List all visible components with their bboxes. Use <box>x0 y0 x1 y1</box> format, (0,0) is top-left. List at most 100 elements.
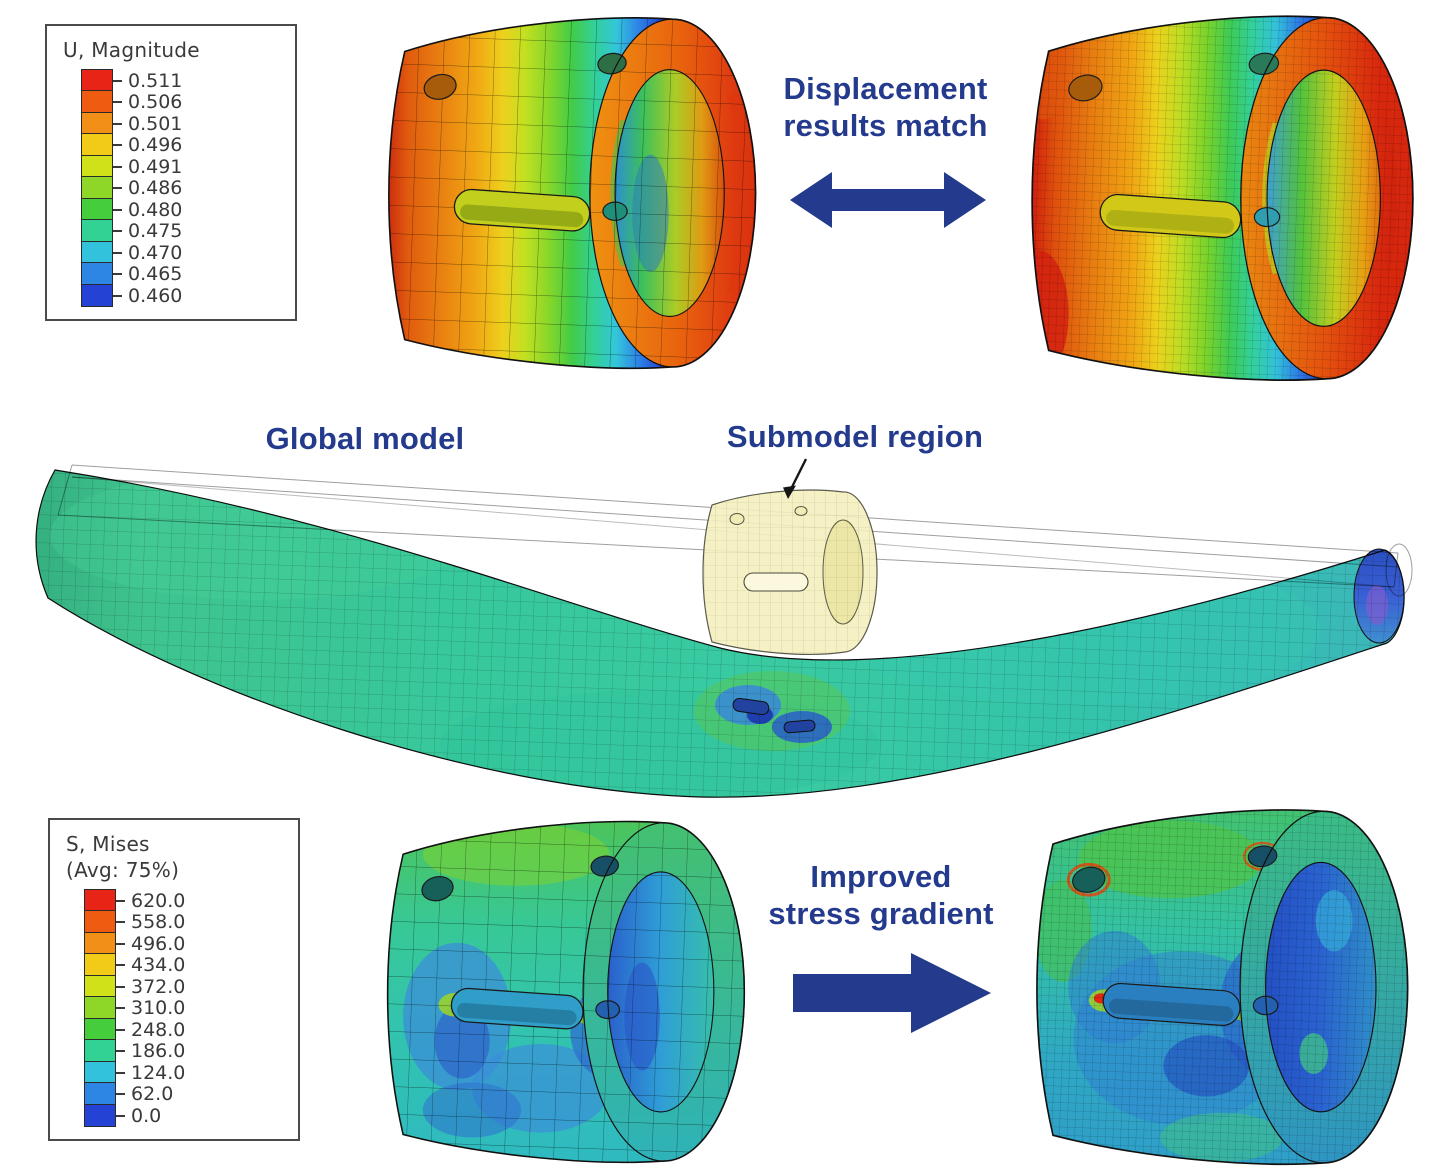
submodel-slot-hole <box>743 572 809 592</box>
model-displacement-fine <box>1031 15 1414 381</box>
model-stress-coarse <box>386 820 746 1164</box>
legend-tick-mark <box>113 251 122 254</box>
legend-row: 0.506 <box>81 90 285 114</box>
legend-swatch <box>81 176 113 200</box>
legend-tick-mark <box>116 964 125 967</box>
right-arrow-icon <box>793 953 991 1033</box>
legend-swatch <box>81 111 113 135</box>
legend-tick-mark <box>113 208 122 211</box>
legend-tick-mark <box>116 1028 125 1031</box>
legend-row: 0.460 <box>81 283 285 307</box>
legend-value: 186.0 <box>131 1040 186 1063</box>
legend-row: 248.0 <box>84 1017 288 1041</box>
annotation-displacement-match: Displacement results match <box>768 70 1003 144</box>
legend-tick-mark <box>116 1114 125 1117</box>
legend-tick-mark <box>116 1071 125 1074</box>
legend-row: 434.0 <box>84 953 288 977</box>
legend-value: 0.486 <box>128 177 183 200</box>
legend-row: 0.475 <box>81 219 285 243</box>
legend-row: 0.465 <box>81 262 285 286</box>
annotation-displacement-line1: Displacement <box>783 71 988 106</box>
annotation-stress-gradient: Improved stress gradient <box>762 858 1000 932</box>
legend-tick-mark <box>113 79 122 82</box>
legend-swatch <box>81 68 113 92</box>
legend-swatch <box>84 974 116 998</box>
tube-slot-hole <box>732 697 770 716</box>
legend-value: 0.506 <box>128 91 183 114</box>
legend-swatch <box>81 262 113 286</box>
legend-swatch <box>84 1060 116 1084</box>
legend-swatch <box>81 219 113 243</box>
submodel-region-highlight <box>702 489 878 655</box>
legend-row: 62.0 <box>84 1082 288 1106</box>
legend-tick-mark <box>116 1050 125 1053</box>
legend-value: 248.0 <box>131 1018 186 1041</box>
legend-row: 0.480 <box>81 197 285 221</box>
label-global-model-text: Global model <box>265 421 465 456</box>
double-arrow-icon <box>790 172 986 228</box>
legend-row: 0.491 <box>81 154 285 178</box>
legend-tick-mark <box>116 985 125 988</box>
legend-swatch <box>84 1039 116 1063</box>
legend-displacement-title: U, Magnitude <box>63 38 200 62</box>
legend-row: 620.0 <box>84 888 288 912</box>
legend-swatch <box>84 1103 116 1127</box>
legend-row: 0.511 <box>81 68 285 92</box>
legend-tick-mark <box>116 899 125 902</box>
legend-swatch <box>84 996 116 1020</box>
legend-row: 0.0 <box>84 1103 288 1127</box>
legend-swatch <box>84 1082 116 1106</box>
legend-displacement-rows: 0.511 0.506 0.501 0.496 0.491 0.486 0.48… <box>81 68 285 307</box>
legend-swatch <box>81 197 113 221</box>
legend-swatch <box>81 90 113 114</box>
legend-row: 124.0 <box>84 1060 288 1084</box>
legend-tick-mark <box>116 921 125 924</box>
legend-value: 0.511 <box>128 69 183 92</box>
legend-tick-mark <box>113 165 122 168</box>
model-displacement-coarse <box>388 17 757 370</box>
legend-stress-title-line2: (Avg: 75%) <box>66 858 180 882</box>
legend-value: 434.0 <box>131 954 186 977</box>
legend-value: 558.0 <box>131 911 186 934</box>
legend-swatch <box>81 240 113 264</box>
legend-row: 0.501 <box>81 111 285 135</box>
label-global-model: Global model <box>255 420 475 457</box>
model-global <box>35 458 1413 798</box>
legend-swatch <box>84 953 116 977</box>
label-submodel-region: Submodel region <box>725 418 985 455</box>
legend-row: 0.486 <box>81 176 285 200</box>
legend-row: 0.496 <box>81 133 285 157</box>
legend-value: 0.491 <box>128 155 183 178</box>
label-submodel-region-text: Submodel region <box>726 419 984 454</box>
legend-value: 0.501 <box>128 112 183 135</box>
annotation-stress-line1: Improved <box>810 859 952 894</box>
legend-swatch <box>84 1017 116 1041</box>
legend-swatch <box>81 133 113 157</box>
legend-row: 496.0 <box>84 931 288 955</box>
legend-tick-mark <box>116 942 125 945</box>
legend-row: 0.470 <box>81 240 285 264</box>
legend-value: 0.480 <box>128 198 183 221</box>
legend-value: 62.0 <box>131 1083 174 1106</box>
legend-value: 310.0 <box>131 997 186 1020</box>
legend-tick-mark <box>113 101 122 104</box>
legend-tick-mark <box>113 230 122 233</box>
legend-stress-rows: 620.0 558.0 496.0 434.0 372.0 310.0 248.… <box>84 888 288 1127</box>
model-stress-fine <box>1036 809 1409 1165</box>
legend-swatch <box>81 283 113 307</box>
legend-tick-mark <box>113 144 122 147</box>
legend-value: 0.496 <box>128 134 183 157</box>
legend-displacement: U, Magnitude 0.511 0.506 0.501 0.496 0.4… <box>45 24 297 321</box>
legend-tick-mark <box>113 122 122 125</box>
legend-row: 372.0 <box>84 974 288 998</box>
submodel-pointer-arrow-icon <box>783 458 808 499</box>
legend-value: 124.0 <box>131 1061 186 1084</box>
legend-swatch <box>84 931 116 955</box>
annotation-stress-line2: stress gradient <box>768 896 994 932</box>
legend-value: 0.475 <box>128 220 183 243</box>
legend-value: 0.460 <box>128 284 183 307</box>
legend-row: 186.0 <box>84 1039 288 1063</box>
legend-stress-title-line1: S, Mises <box>66 832 150 856</box>
legend-value: 620.0 <box>131 889 186 912</box>
